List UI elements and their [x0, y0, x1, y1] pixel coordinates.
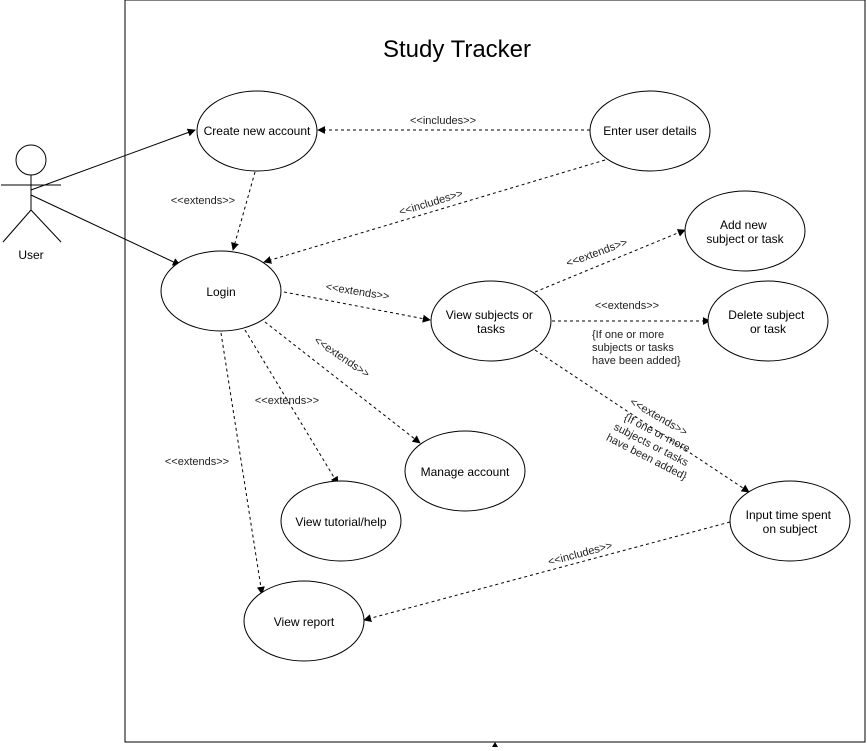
label-includes-2: <<includes>> [398, 188, 465, 219]
association-login [30, 194, 181, 266]
usecase-enter-details[interactable]: Enter user details [589, 90, 711, 172]
label-extends-login-tutorial: <<extends>> [255, 395, 319, 407]
rel-login-to-view-subjects [283, 291, 431, 323]
usecase-label: View report [274, 615, 335, 629]
label-extends-view-add: <<extends>> [565, 237, 629, 270]
usecase-add-subject[interactable]: Add new subject or task [684, 190, 806, 272]
usecase-view-subjects[interactable]: View subjects or tasks [430, 280, 552, 362]
usecase-label: Manage account [421, 465, 510, 479]
association-create-account [30, 128, 196, 191]
usecase-label: View subjects or tasks [446, 308, 537, 336]
rel-view-to-input [534, 349, 750, 493]
actor-user[interactable]: User [1, 144, 62, 262]
usecase-label: View tutorial/help [295, 515, 386, 529]
label-extends-login-view: <<extends>> [325, 281, 390, 303]
boundary-marker [492, 742, 498, 747]
usecase-label: Enter user details [603, 124, 696, 138]
usecase-create-account[interactable]: Create new account [196, 90, 318, 172]
label-includes-input-report: <<includes>> [547, 540, 614, 569]
rel-details-to-login [263, 159, 606, 264]
usecase-delete-subject[interactable]: Delete subject or task [707, 280, 829, 362]
rel-login-to-tutorial [244, 329, 339, 485]
label-extends-login-manage: <<extends>> [312, 335, 372, 381]
label-extends-create-login: <<extends>> [171, 195, 235, 207]
rel-login-to-report [220, 332, 265, 595]
rel-view-to-add [534, 229, 686, 293]
label-includes-1: <<includes>> [410, 115, 476, 127]
condition-delete: {If one or more subjects or tasks have b… [592, 329, 681, 367]
usecase-label: Add new subject or task [706, 218, 784, 246]
usecase-view-report[interactable]: View report [243, 580, 365, 662]
label-extends-login-report: <<extends>> [165, 456, 229, 468]
usecase-view-tutorial[interactable]: View tutorial/help [280, 480, 402, 562]
usecase-label: Delete subject or task [728, 308, 807, 336]
actor-label: User [18, 248, 43, 262]
rel-input-to-report [363, 521, 731, 623]
usecase-input-time[interactable]: Input time spent on subject [729, 480, 851, 562]
usecase-label: Input time spent on subject [746, 508, 835, 536]
usecase-manage-account[interactable]: Manage account [404, 430, 526, 512]
usecase-label: Create new account [204, 124, 311, 138]
rel-login-to-manage [264, 321, 421, 444]
rel-create-to-login [231, 171, 256, 251]
usecase-login[interactable]: Login [160, 250, 282, 332]
label-extends-view-delete: <<extends>> [595, 300, 659, 312]
actor-head [15, 144, 47, 176]
system-title: Study Tracker [383, 36, 531, 63]
usecase-label: Login [206, 285, 235, 299]
